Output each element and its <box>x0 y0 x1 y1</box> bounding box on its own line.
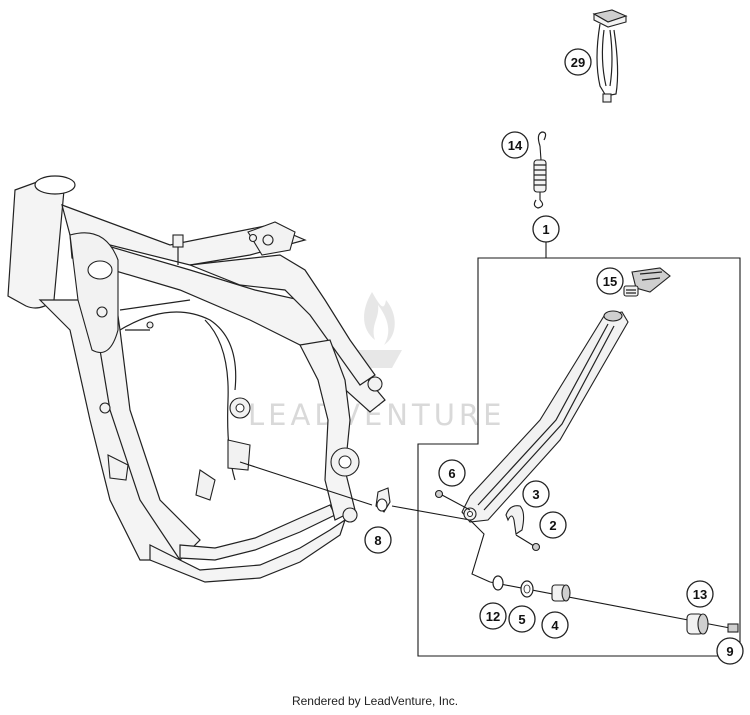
steering-head-tube <box>7 177 65 309</box>
leader-8-to-stand <box>391 505 471 521</box>
part-8-bracket <box>375 487 391 513</box>
callout-15: 15 <box>596 267 624 295</box>
callout-4: 4 <box>541 611 569 639</box>
callout-29-label: 29 <box>571 55 585 70</box>
callout-2: 2 <box>539 511 567 539</box>
callout-14: 14 <box>501 131 529 159</box>
part-3-hook <box>505 505 525 535</box>
callout-12-label: 12 <box>486 609 500 624</box>
part-12-circlip <box>492 575 504 591</box>
callout-2-label: 2 <box>549 518 556 533</box>
callout-6: 6 <box>438 459 466 487</box>
callout-8-label: 8 <box>374 533 381 548</box>
callout-9: 9 <box>716 637 744 665</box>
callout-6-label: 6 <box>448 466 455 481</box>
callout-4-label: 4 <box>551 618 559 633</box>
part-14-spring <box>533 131 547 209</box>
head-tube-top <box>34 175 76 195</box>
footer-credit: Rendered by LeadVenture, Inc. <box>291 694 459 708</box>
part-13-sleeve <box>686 613 709 635</box>
callout-3-label: 3 <box>532 487 539 502</box>
motorcycle-frame <box>7 175 386 583</box>
part-15-rubber-cap <box>623 267 671 297</box>
part-5-washer <box>520 580 534 598</box>
callout-13: 13 <box>686 580 714 608</box>
callout-29: 29 <box>564 48 592 76</box>
leader-frame-to-8 <box>239 461 373 506</box>
callout-9-label: 9 <box>726 644 733 659</box>
part-29-tool <box>592 9 628 103</box>
part-6-bolt <box>434 489 471 511</box>
callout-3: 3 <box>522 480 550 508</box>
part-9-bolt <box>727 623 739 633</box>
side-stand <box>461 310 629 523</box>
callout-5-label: 5 <box>518 612 525 627</box>
leader-stand-to-12 <box>469 519 491 583</box>
callout-12: 12 <box>479 602 507 630</box>
callout-8: 8 <box>364 526 392 554</box>
stand-group-box <box>417 257 741 657</box>
part-4-bushing <box>551 584 571 602</box>
callout-1-label: 1 <box>542 222 549 237</box>
callout-15-label: 15 <box>603 274 617 289</box>
callout-1: 1 <box>532 215 560 243</box>
callout-5: 5 <box>508 605 536 633</box>
part-2-screw <box>515 534 541 552</box>
callout-14-label: 14 <box>508 138 523 153</box>
callout-13-label: 13 <box>693 587 707 602</box>
